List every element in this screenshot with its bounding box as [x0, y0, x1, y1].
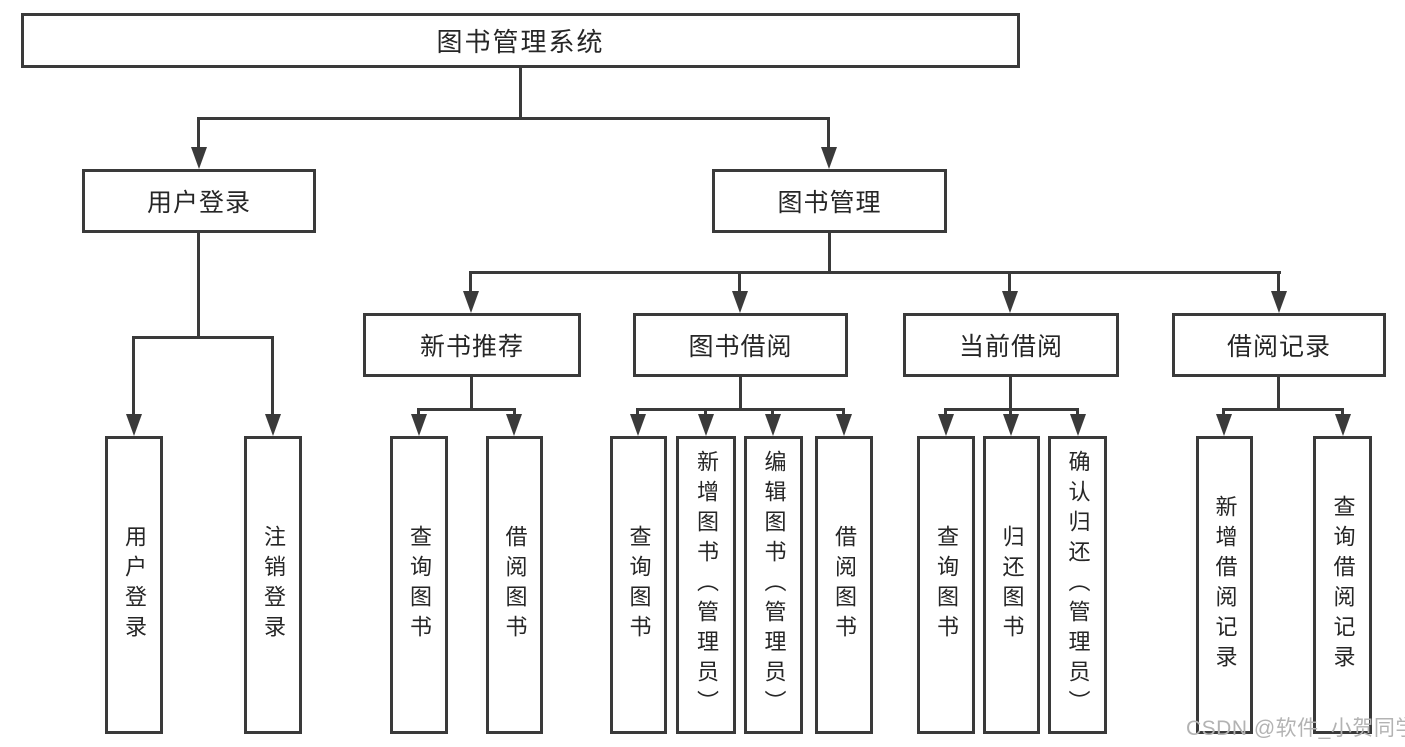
arrow-down-icon — [630, 414, 646, 436]
leaf-label: 注销登录 — [261, 525, 286, 645]
leaf-query-book-3: 查询图书 — [917, 436, 975, 734]
arrow-down-icon — [1335, 414, 1351, 436]
connector-line — [417, 408, 420, 417]
node-user-login: 用户登录 — [82, 169, 316, 233]
node-label: 新书推荐 — [419, 333, 524, 361]
arrow-down-icon — [698, 414, 714, 436]
connector-line — [1222, 408, 1225, 417]
arrow-down-icon — [938, 414, 954, 436]
connector-line — [469, 271, 472, 294]
leaf-query-book-1: 查询图书 — [390, 436, 448, 734]
node-label: 图书管理 — [777, 189, 882, 217]
connector-line — [197, 117, 200, 150]
connector-line — [739, 377, 742, 410]
arrow-down-icon — [1216, 414, 1232, 436]
connector-line — [944, 408, 947, 417]
connector-line — [828, 233, 831, 273]
connector-line — [469, 271, 1281, 274]
leaf-label: 查询图书 — [934, 525, 959, 645]
arrow-down-icon — [1002, 291, 1018, 313]
connector-line — [1277, 271, 1280, 294]
node-label: 图书借阅 — [688, 333, 793, 361]
arrow-down-icon — [191, 147, 207, 169]
connector-line — [417, 408, 516, 411]
leaf-add-borrow-record: 新增借阅记录 — [1196, 436, 1253, 734]
connector-line — [1009, 408, 1012, 417]
connector-line — [132, 336, 274, 339]
arrow-down-icon — [265, 414, 281, 436]
watermark-text: CSDN @软件_小贺同学 — [1186, 717, 1405, 740]
leaf-label: 新增图书（管理员） — [694, 450, 719, 720]
connector-line — [197, 117, 830, 120]
leaf-label: 查询借阅记录 — [1330, 495, 1356, 675]
leaf-add-book-admin: 新增图书（管理员） — [676, 436, 736, 734]
connector-line — [636, 408, 639, 417]
node-current-borrowing: 当前借阅 — [903, 313, 1119, 377]
leaf-user-login: 用户登录 — [105, 436, 163, 734]
leaf-label: 用户登录 — [122, 525, 147, 645]
arrow-down-icon — [1070, 414, 1086, 436]
connector-line — [271, 336, 274, 418]
leaf-label: 借阅图书 — [832, 525, 857, 645]
node-label: 借阅记录 — [1226, 333, 1331, 361]
connector-line — [1222, 408, 1344, 411]
leaf-confirm-return-admin: 确认归还（管理员） — [1048, 436, 1107, 734]
arrow-down-icon — [126, 414, 142, 436]
connector-line — [842, 408, 845, 417]
leaf-logout: 注销登录 — [244, 436, 302, 734]
connector-line — [1277, 377, 1280, 410]
node-label: 图书管理系统 — [436, 27, 605, 57]
arrow-down-icon — [732, 291, 748, 313]
connector-line — [771, 408, 774, 417]
leaf-label: 查询图书 — [626, 525, 652, 645]
node-label: 当前借阅 — [958, 333, 1063, 361]
connector-line — [738, 271, 741, 294]
connector-line — [197, 233, 200, 337]
connector-line — [513, 408, 516, 417]
leaf-label: 确认归还（管理员） — [1065, 450, 1091, 720]
leaf-label: 新增借阅记录 — [1212, 495, 1238, 675]
connector-line — [636, 408, 845, 411]
connector-line — [1076, 408, 1079, 417]
leaf-label: 查询图书 — [407, 525, 432, 645]
leaf-label: 编辑图书（管理员） — [761, 450, 787, 720]
leaf-return-book: 归还图书 — [983, 436, 1040, 734]
arrow-down-icon — [411, 414, 427, 436]
arrow-down-icon — [821, 147, 837, 169]
arrow-down-icon — [836, 414, 852, 436]
arrow-down-icon — [1271, 291, 1287, 313]
connector-line — [1008, 271, 1011, 294]
node-borrow-records: 借阅记录 — [1172, 313, 1386, 377]
connector-line — [132, 336, 135, 418]
connector-line — [519, 68, 522, 118]
leaf-borrow-book-1: 借阅图书 — [486, 436, 543, 734]
leaf-query-book-2: 查询图书 — [610, 436, 667, 734]
node-new-book-recommend: 新书推荐 — [363, 313, 581, 377]
arrow-down-icon — [765, 414, 781, 436]
arrow-down-icon — [463, 291, 479, 313]
node-label: 用户登录 — [146, 189, 251, 217]
node-book-management: 图书管理 — [712, 169, 947, 233]
leaf-label: 借阅图书 — [502, 525, 528, 645]
connector-line — [1341, 408, 1344, 417]
connector-line — [1009, 377, 1012, 410]
arrow-down-icon — [1003, 414, 1019, 436]
leaf-label: 归还图书 — [999, 525, 1025, 645]
connector-line — [704, 408, 707, 417]
leaf-borrow-book-2: 借阅图书 — [815, 436, 873, 734]
node-book-borrowing: 图书借阅 — [633, 313, 848, 377]
node-library-management-system: 图书管理系统 — [21, 13, 1020, 68]
leaf-edit-book-admin: 编辑图书（管理员） — [744, 436, 803, 734]
connector-line — [470, 377, 473, 410]
leaf-query-borrow-record: 查询借阅记录 — [1313, 436, 1372, 734]
arrow-down-icon — [506, 414, 522, 436]
connector-line — [827, 117, 830, 150]
